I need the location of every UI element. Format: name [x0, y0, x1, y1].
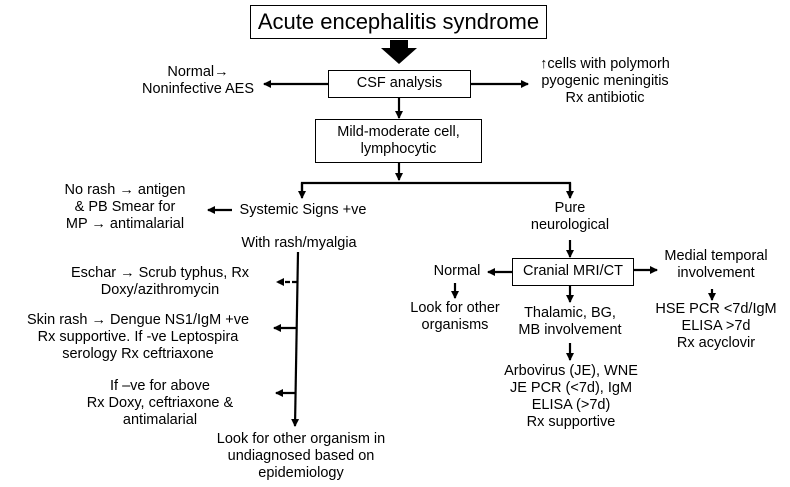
- skin-rash-text: Skin rash → Dengue NS1/IgM +ve Rx suppor…: [26, 312, 250, 363]
- mild-moderate-box: Mild-moderate cell, lymphocytic: [315, 119, 482, 163]
- arbovirus-text: Arbovirus (JE), WNE JE PCR (<7d), IgM EL…: [504, 363, 638, 431]
- arrow-vertical-trunk: [291, 251, 300, 427]
- thalamic-text: Thalamic, BG, MB involvement: [518, 305, 622, 339]
- medial-temporal-text: Medial temporal involvement: [664, 248, 768, 282]
- with-rash-text: With rash/myalgia: [241, 235, 357, 251]
- pure-neurological-text: Pure neurological: [530, 200, 610, 234]
- polymorph-text: ↑cells with polymorh pyogenic meningitis…: [540, 56, 670, 107]
- look-other-organism-left-text: Look for other organism in undiagnosed b…: [216, 431, 386, 482]
- cranial-mri-box: Cranial MRI/CT: [512, 258, 634, 286]
- arrow-title-to-csf: [381, 40, 417, 64]
- if-negative-text: If –ve for above Rx Doxy, ceftriaxone & …: [86, 378, 234, 429]
- systemic-signs-text: Systemic Signs +ve: [239, 202, 367, 218]
- look-other-organisms-right-text: Look for other organisms: [410, 300, 500, 334]
- csf-analysis-box: CSF analysis: [328, 70, 471, 98]
- normal-noninfective-text: Normal→ Noninfective AES: [141, 64, 255, 98]
- title-box: Acute encephalitis syndrome: [250, 5, 547, 39]
- split-connector: [300, 181, 572, 196]
- hse-text: HSE PCR <7d/IgM ELISA >7d Rx acyclovir: [655, 301, 777, 352]
- normal-right-text: Normal: [433, 263, 481, 279]
- eschar-text: Eschar → Scrub typhus, Rx Doxy/azithromy…: [70, 265, 250, 299]
- no-rash-text: No rash → antigen & PB Smear for MP → an…: [64, 182, 186, 233]
